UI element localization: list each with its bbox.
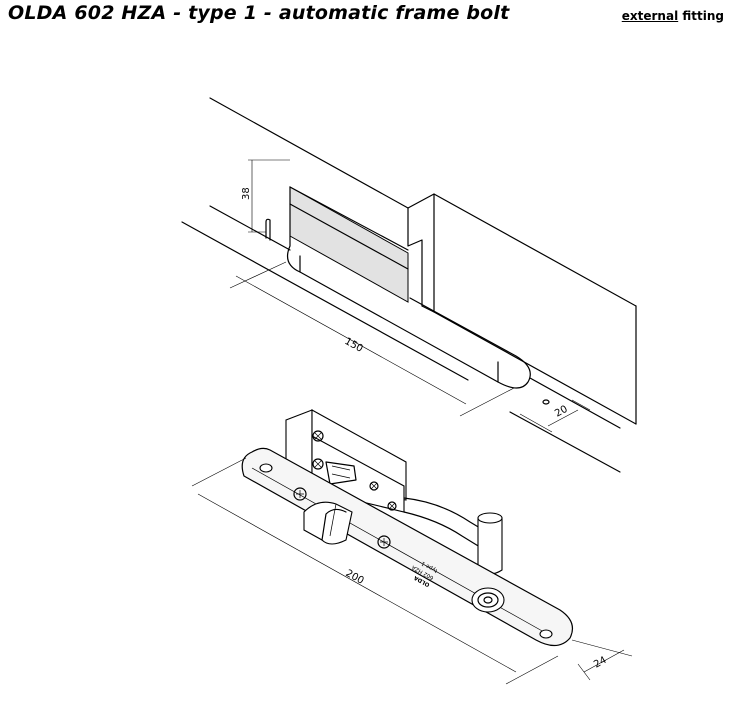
dim-38-text: 38 [241,187,252,200]
spring-detail [331,465,351,479]
dim-20-line [519,399,591,433]
latch-bolt-front [321,508,347,541]
faceplate-hole-left [259,463,273,473]
faceplate [241,447,573,647]
page-title: OLDA 602 HZA - type 1 - automatic frame … [8,2,510,24]
faceplate-screw-2 [377,535,391,549]
housing-screw-3-slot [370,482,378,490]
slot-outline [287,186,531,389]
latch-bolt [303,501,353,545]
bolt-view: OLDA 602 HZA type 1 200 24 [191,409,633,685]
slot-back-wall [289,186,409,251]
frame-edge-top [209,97,409,209]
release-button-ring [477,592,499,608]
faceplate-screw-2-cross [380,538,388,546]
pin-hole [542,399,550,405]
dim-24-line [571,639,633,681]
dim-20-text: 20 [553,404,569,420]
dim-24-text: 24 [592,655,608,671]
dim-150-line [229,261,515,417]
latch-bolt-groove [329,503,337,537]
frame-edge-lower-right [529,377,621,429]
faceplate-screw-1-cross [296,490,304,498]
housing-screw-4-slot [388,502,396,510]
housing-screw-4 [387,501,397,511]
dim-150-text: 150 [343,336,365,355]
housing-screw-2-slot [314,460,322,468]
fitting-emphasis: external [621,9,679,23]
frame-rebate-face [433,193,637,425]
dim-38-line [248,159,290,233]
frame-edge-bottom [181,221,469,381]
spring-lever [325,461,357,485]
slot-floor-edge [299,255,499,383]
plate-marking: OLDA 602 HZA type 1 [411,560,439,588]
housing-screw-1 [312,430,324,442]
rod-lower [403,511,489,553]
slot-inner-edge [289,203,409,270]
frame-step-upper [407,193,637,307]
frame-edge-base [509,411,621,473]
bolt-cylinder-top [477,512,503,524]
housing-screw-1-slot [314,432,322,440]
fitting-label: external fitting [622,9,724,23]
locating-pin [265,218,271,241]
frame-rebate-edge [421,305,435,313]
frame-edge-middle [209,205,291,251]
release-button-core [483,596,493,604]
fitting-rest: fitting [682,9,724,23]
faceplate-screw-1 [293,487,307,501]
rod-guide [403,497,501,541]
faceplate-hole-right [539,629,553,639]
housing-screw-2 [312,458,324,470]
release-button-outer [471,587,505,613]
slot-shadow-wall [289,186,409,303]
dim-200-line [191,457,559,685]
frame-step-lower [407,207,423,307]
frame-view: 38 150 20 [181,97,637,473]
dim-200-text: 200 [344,568,366,587]
housing-screw-3 [369,481,379,491]
